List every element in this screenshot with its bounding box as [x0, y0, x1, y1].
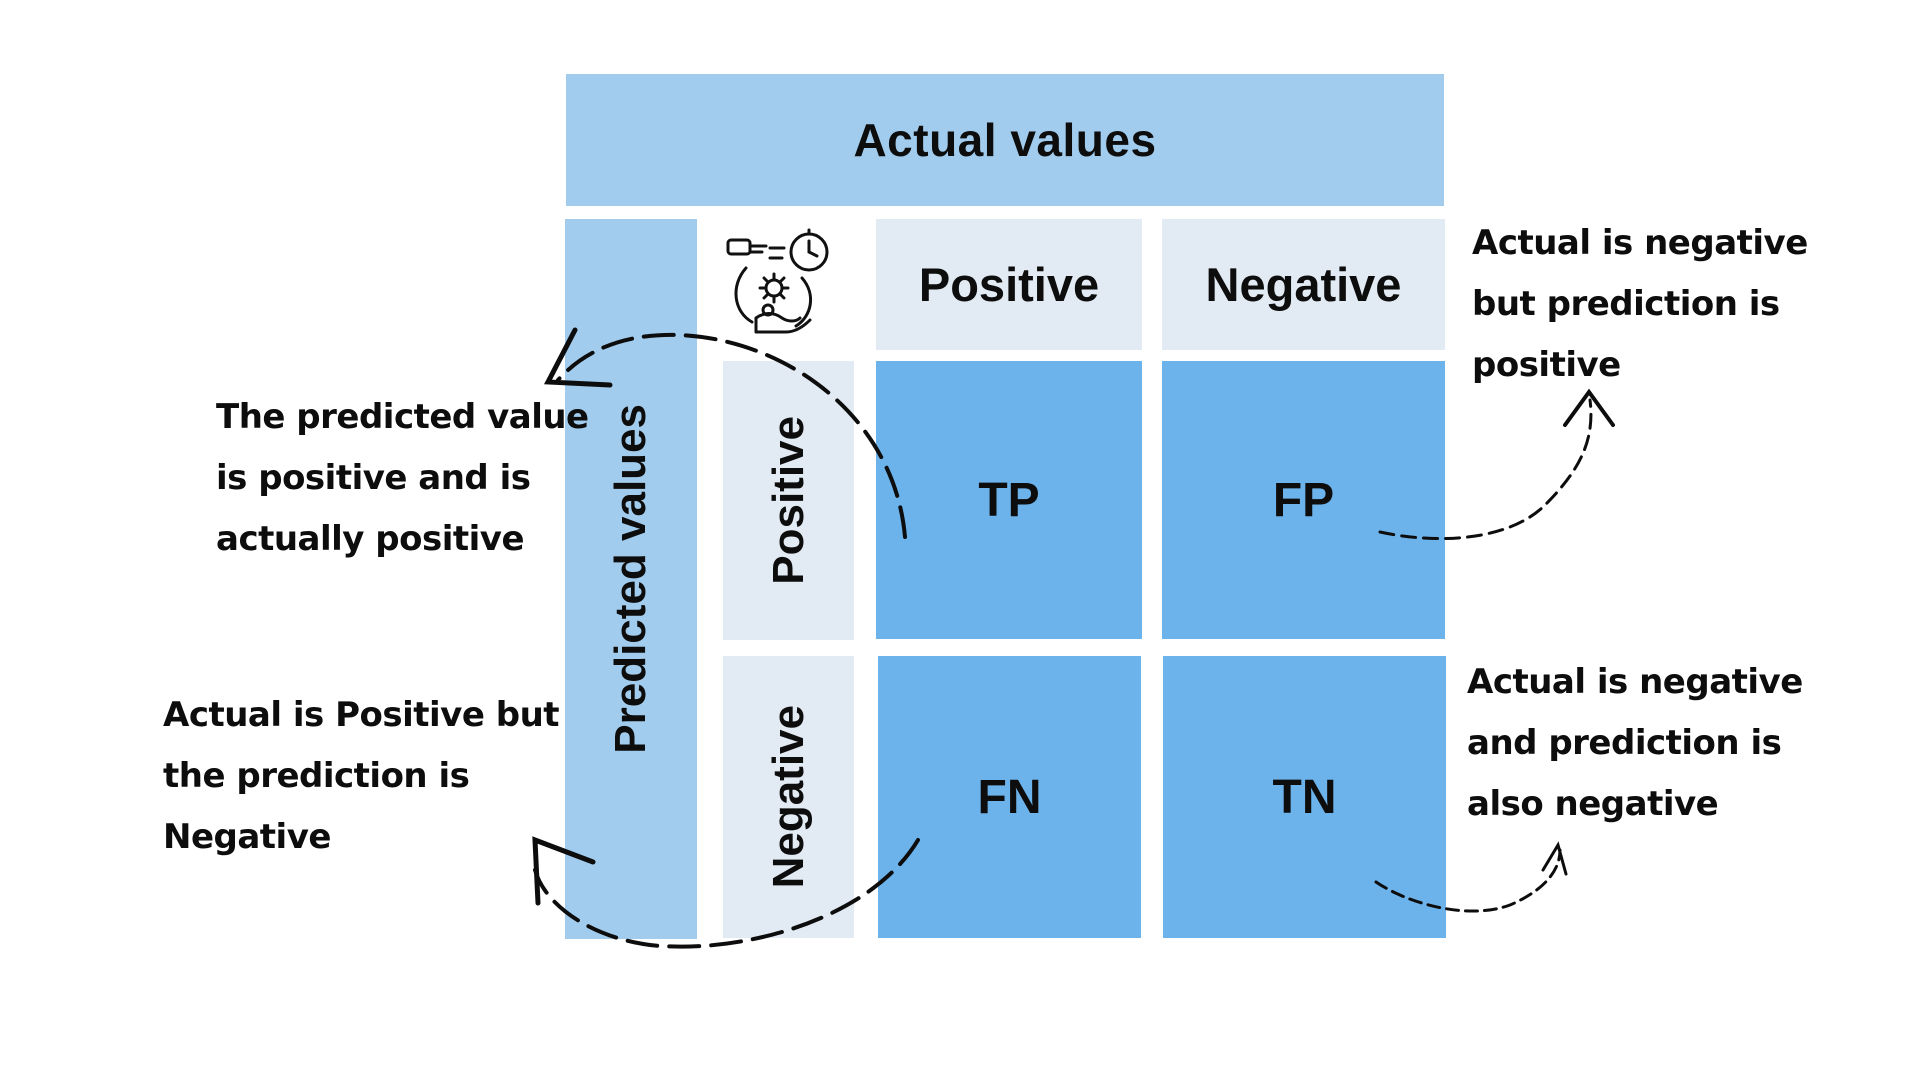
ml-process-icon [716, 226, 836, 346]
note-line: Actual is Positive but [163, 695, 560, 735]
arrowhead-tn-icon [1541, 841, 1568, 876]
note-line: Actual is negative [1472, 223, 1808, 263]
note-line: is positive and is [216, 458, 531, 498]
cell-true-negative: TN [1163, 656, 1446, 938]
tn-label: TN [1272, 770, 1337, 824]
fp-label: FP [1272, 473, 1335, 527]
note-true-negative: Actual is negative and prediction is als… [1467, 652, 1803, 835]
note-line: and prediction is [1467, 723, 1782, 763]
row-header-negative: Negative [723, 656, 854, 938]
note-false-negative: Actual is Positive but the prediction is… [163, 685, 560, 868]
actual-values-header: Actual values [566, 74, 1444, 206]
note-line: actually positive [216, 519, 525, 559]
actual-values-title: Actual values [853, 114, 1157, 166]
tp-label: TP [978, 473, 1040, 527]
note-line: positive [1472, 345, 1621, 385]
note-line: the prediction is [163, 756, 470, 796]
note-line: Actual is negative [1467, 662, 1803, 702]
note-line: Negative [163, 817, 331, 857]
cell-false-negative: FN [878, 656, 1141, 938]
note-line: also negative [1467, 784, 1719, 824]
cell-false-positive: FP [1162, 361, 1445, 639]
note-line: but prediction is [1472, 284, 1780, 324]
column-header-negative: Negative [1162, 219, 1445, 350]
fn-label: FN [977, 770, 1042, 824]
column-positive-label: Positive [918, 258, 1100, 311]
column-header-positive: Positive [876, 219, 1142, 350]
predicted-values-header: Predicted values [565, 219, 697, 939]
arrowhead-fp-icon [1563, 388, 1615, 427]
column-negative-label: Negative [1205, 258, 1402, 311]
cell-true-positive: TP [876, 361, 1142, 639]
row-negative-label: Negative [763, 705, 813, 889]
note-false-positive: Actual is negative but prediction is pos… [1472, 213, 1808, 396]
predicted-values-title: Predicted values [606, 404, 655, 754]
note-true-positive: The predicted value is positive and is a… [216, 387, 589, 570]
note-line: The predicted value [216, 397, 589, 437]
row-header-positive: Positive [723, 361, 854, 640]
row-positive-label: Positive [763, 416, 813, 585]
